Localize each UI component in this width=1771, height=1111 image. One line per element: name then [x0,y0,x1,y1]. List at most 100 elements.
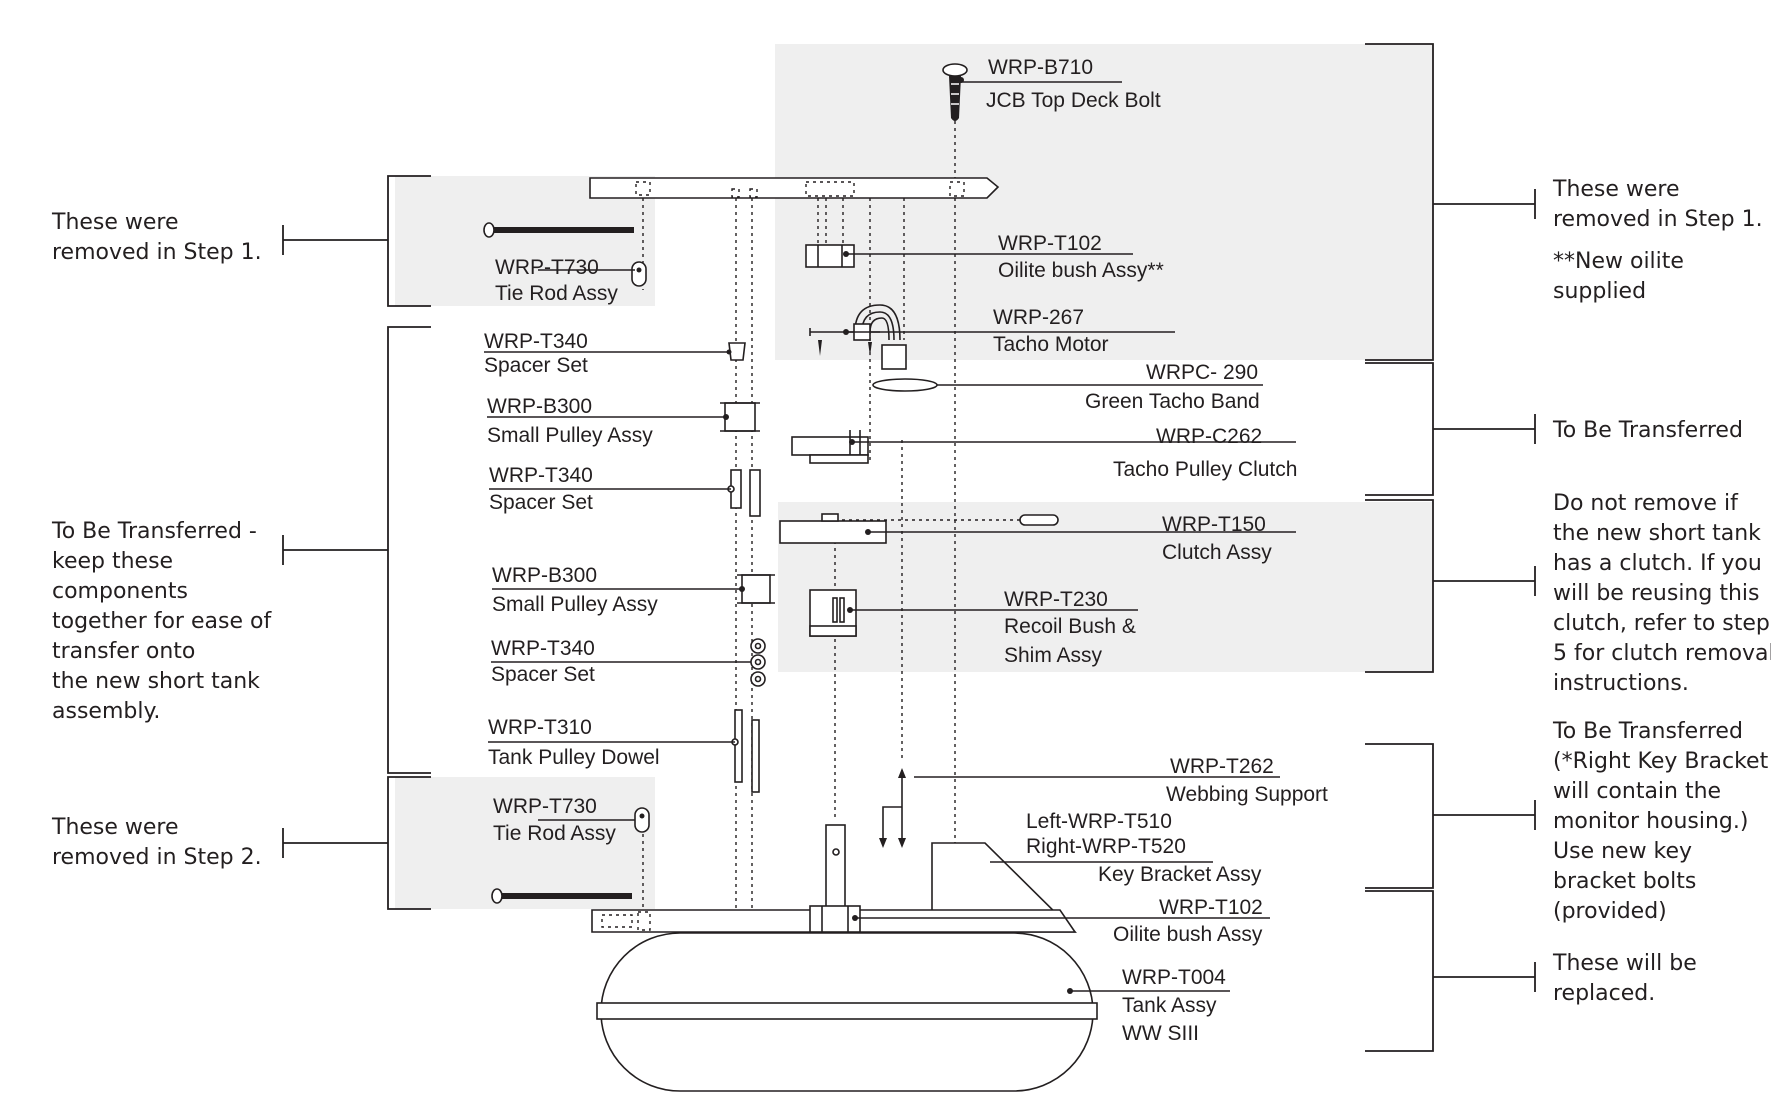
note-right-clutch: Do not remove if the new short tank has … [1553,491,1771,696]
svg-text:transfer onto: transfer onto [52,639,195,664]
tie-rod-top [483,222,647,287]
svg-text:To Be Transferred: To Be Transferred [1552,418,1743,443]
svg-text:clutch, refer to step: clutch, refer to step [1553,611,1770,636]
label-t102a-code: WRP-T102 [998,232,1102,255]
tie-rod-bottom [491,807,650,904]
label-t230-code: WRP-T230 [1004,588,1108,611]
svg-text:the new short tank: the new short tank [1553,521,1761,546]
label-t230-name-2: Shim Assy [1004,644,1103,667]
label-b300b-name: Small Pulley Assy [492,593,658,616]
label-t102b-name: Oilite bush Assy [1113,923,1263,946]
oilite-bush-top [805,244,855,268]
note-right-keybracket: To Be Transferred (*Right Key Bracket wi… [1552,719,1769,924]
bottom-deck-bar [591,905,1077,933]
label-t004-name-1: Tank Assy [1122,994,1217,1017]
svg-text:removed in Step 1.: removed in Step 1. [1553,207,1763,232]
label-t102a-name: Oilite bush Assy** [998,259,1164,282]
leader-lines [484,81,1296,992]
svg-text:bracket bolts: bracket bolts [1553,869,1696,894]
svg-text:has a clutch. If you: has a clutch. If you [1553,551,1762,576]
label-key-name: Key Bracket Assy [1098,863,1262,886]
top-deck-bolt [942,63,968,121]
svg-text:components: components [52,579,188,604]
svg-text:removed in Step 2.: removed in Step 2. [52,845,262,870]
label-b710-name: JCB Top Deck Bolt [986,89,1161,112]
label-t340b-name: Spacer Set [489,491,593,514]
bracket-left-transfer [282,326,431,774]
svg-text:removed in Step 1.: removed in Step 1. [52,240,262,265]
label-t262-code: WRP-T262 [1170,755,1274,778]
note-right-replaced: These will be replaced. [1552,951,1697,1006]
label-t730a-code: WRP-T730 [495,256,599,279]
spacer-set-middle [727,469,761,517]
note-left-step1: These were removed in Step 1. [51,210,262,265]
tacho-pulley-clutch [791,430,869,464]
svg-text:will be reusing this: will be reusing this [1553,581,1759,606]
bracket-right-key [1365,743,1536,889]
label-b300a-name: Small Pulley Assy [487,424,653,447]
svg-text:(provided): (provided) [1553,899,1667,924]
svg-text:These will be: These will be [1552,951,1697,976]
label-b710-code: WRP-B710 [988,56,1093,79]
label-267-code: WRP-267 [993,306,1084,329]
spacer-washers [750,638,766,687]
svg-text:These were: These were [51,815,179,840]
label-t262-name: Webbing Support [1166,783,1328,806]
label-t730b-name: Tie Rod Assy [493,822,616,845]
label-t340b-code: WRP-T340 [489,464,593,487]
label-wrpc290-code: WRPC- 290 [1146,361,1258,384]
svg-text:the new short tank: the new short tank [52,669,260,694]
label-t004-name-2: WW SIII [1122,1022,1199,1045]
svg-text:Use new key: Use new key [1553,839,1692,864]
label-t310-code: WRP-T310 [488,716,592,739]
label-b300b-code: WRP-B300 [492,564,597,587]
label-key-right: Right-WRP-T520 [1026,835,1186,858]
top-deck-bar [589,177,1000,199]
webbing-support [879,768,906,848]
shade-clutch [778,502,1433,672]
svg-text:supplied: supplied [1553,279,1646,304]
label-267-name: Tacho Motor [993,333,1109,356]
label-t340a-code: WRP-T340 [484,330,588,353]
svg-text:(*Right Key Bracket: (*Right Key Bracket [1553,749,1769,774]
label-t310-name: Tank Pulley Dowel [488,746,660,769]
bracket-left-step1 [282,175,431,307]
bracket-right-step1 [1365,43,1536,361]
shade-top-right [775,44,1433,360]
note-left-transfer: To Be Transferred - keep these component… [51,519,272,724]
label-b300a-code: WRP-B300 [487,395,592,418]
label-c262-name: Tacho Pulley Clutch [1113,458,1297,481]
svg-text:instructions.: instructions. [1553,671,1689,696]
label-t150-code: WRP-T150 [1162,513,1266,536]
label-t230-name-1: Recoil Bush & [1004,615,1136,638]
label-t004-code: WRP-T004 [1122,966,1226,989]
label-t340a-name: Spacer Set [484,354,588,377]
note-right-step1: These were removed in Step 1. **New oili… [1552,177,1763,304]
svg-text:will contain the: will contain the [1553,779,1721,804]
green-tacho-band [872,378,938,392]
svg-text:To Be Transferred -: To Be Transferred - [51,519,257,544]
label-key-left: Left-WRP-T510 [1026,810,1172,833]
label-t340c-code: WRP-T340 [491,637,595,660]
svg-text:Do not remove if: Do not remove if [1553,491,1739,516]
svg-text:To Be Transferred: To Be Transferred [1552,719,1743,744]
tank-pulley-dowel [731,709,760,793]
label-t340c-name: Spacer Set [491,663,595,686]
svg-text:These were: These were [1552,177,1680,202]
svg-text:**New oilite: **New oilite [1553,249,1684,274]
label-t730a-name: Tie Rod Assy [495,282,618,305]
label-wrpc290-name: Green Tacho Band [1085,390,1260,413]
label-c262-code: WRP-C262 [1156,425,1262,448]
svg-text:5 for clutch removal: 5 for clutch removal [1553,641,1771,666]
note-right-transfer: To Be Transferred [1552,418,1743,443]
spacer-small-top [726,342,746,361]
svg-text:replaced.: replaced. [1553,981,1655,1006]
note-left-step2: These were removed in Step 2. [51,815,262,870]
assembly-guide-lines [642,100,1020,968]
tank [596,932,1098,1092]
bracket-right-transfer [1365,362,1536,496]
svg-text:together for ease of: together for ease of [52,609,272,634]
shade-tie-rod-bottom [395,777,655,909]
